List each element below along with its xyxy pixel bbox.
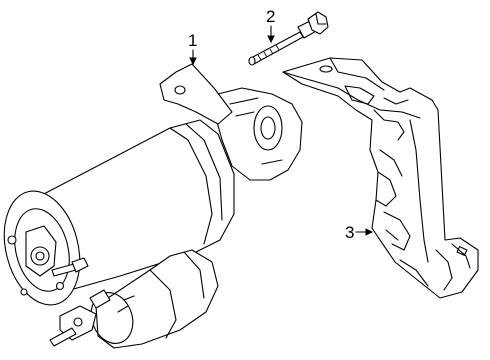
callout-1: 1 <box>188 31 197 66</box>
callout-3: 3 <box>345 223 374 242</box>
callout-2: 2 <box>266 7 275 44</box>
bolt <box>248 11 329 66</box>
starter-motor <box>3 63 303 349</box>
callout-1-label: 1 <box>188 31 197 50</box>
callout-3-label: 3 <box>345 223 354 242</box>
mounting-bracket <box>282 57 479 299</box>
callout-2-label: 2 <box>266 7 275 26</box>
